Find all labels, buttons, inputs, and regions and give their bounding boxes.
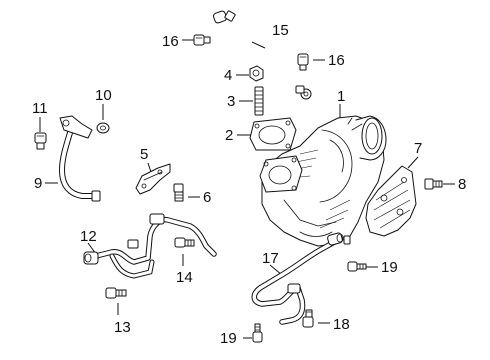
callout-9: 9 xyxy=(34,175,42,192)
callout-19b: 19 xyxy=(220,330,237,347)
part-19a-bolt xyxy=(347,261,367,272)
callout-8: 8 xyxy=(458,176,466,193)
callout-10: 10 xyxy=(95,87,112,104)
part-16b-bolt xyxy=(297,53,309,71)
callout-16b: 16 xyxy=(328,52,345,69)
callout-17: 17 xyxy=(262,250,279,267)
part-5-bracket xyxy=(135,163,171,195)
callout-2: 2 xyxy=(225,127,233,144)
leader-7 xyxy=(407,156,419,169)
leader-lines xyxy=(39,39,455,339)
part-8-bolt xyxy=(424,178,443,190)
part-3-stud xyxy=(254,86,264,116)
callout-3: 3 xyxy=(227,93,235,110)
part-15-oil-feed-line xyxy=(212,10,312,100)
callout-6: 6 xyxy=(203,189,211,206)
part-13-bolt xyxy=(105,287,127,299)
callout-14: 14 xyxy=(176,269,193,286)
callout-7: 7 xyxy=(414,140,422,157)
callout-12: 12 xyxy=(80,228,97,245)
callout-16a: 16 xyxy=(162,33,179,50)
callout-11: 11 xyxy=(32,100,48,117)
part-2-gasket xyxy=(249,117,297,151)
part-14-bolt xyxy=(174,237,195,248)
leader-15 xyxy=(251,41,266,49)
part-16a-bolt xyxy=(193,34,211,46)
part-7-heat-shield xyxy=(365,165,417,237)
part-18-bolt xyxy=(302,309,314,328)
part-6-bolt xyxy=(173,183,184,202)
part-1-turbocharger xyxy=(259,115,387,247)
callout-5: 5 xyxy=(140,146,148,163)
part-12-coolant-line xyxy=(83,213,217,279)
callout-1: 1 xyxy=(337,88,345,105)
part-9-oil-return-line xyxy=(58,115,101,202)
callout-13: 13 xyxy=(114,319,131,336)
part-19b-bolt xyxy=(252,323,263,343)
callout-4: 4 xyxy=(224,67,232,84)
part-4-nut xyxy=(249,65,264,82)
part-17-coolant-line xyxy=(251,232,351,325)
part-11-bolt xyxy=(34,132,47,150)
callout-19a: 19 xyxy=(381,259,398,276)
callout-18: 18 xyxy=(333,316,350,333)
callout-15: 15 xyxy=(272,22,289,39)
part-10-washer xyxy=(96,122,110,134)
